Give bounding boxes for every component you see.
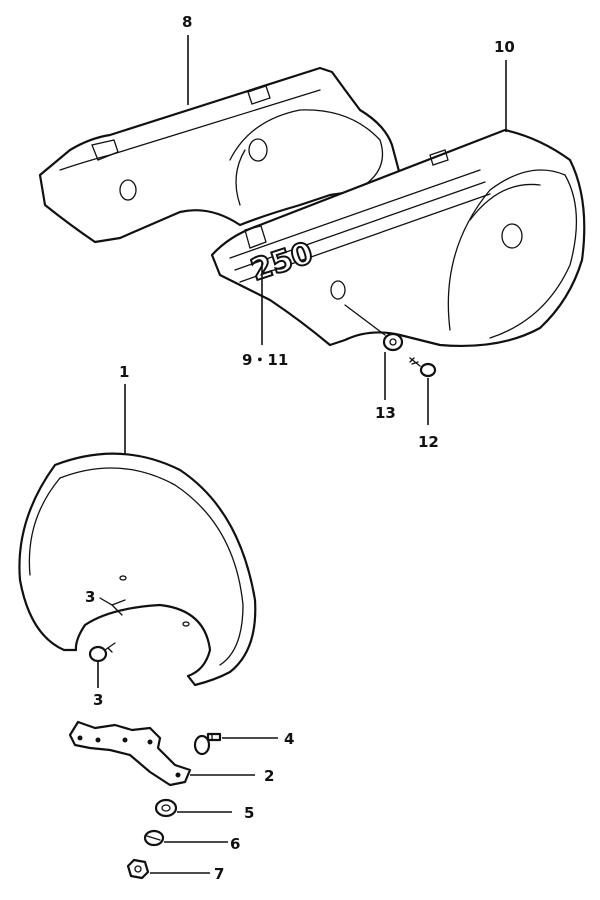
- callout-4: 4: [284, 730, 294, 748]
- nut-7: [126, 858, 150, 880]
- callout-9-11: 9・11: [242, 351, 288, 369]
- dash-13: [344, 304, 386, 336]
- screw-12: [409, 357, 437, 378]
- callout-12: 12: [418, 433, 439, 451]
- callout-8: 8: [182, 13, 192, 31]
- washer-13: [382, 332, 404, 352]
- callout-5: 5: [244, 804, 254, 822]
- callout-13: 13: [375, 404, 396, 422]
- bracket-2: [68, 720, 192, 787]
- callout-3-lower: 3: [93, 691, 103, 709]
- callout-7: 7: [214, 865, 224, 883]
- chain-guard: [18, 452, 257, 687]
- bolt-3: [88, 642, 116, 663]
- callout-1: 1: [119, 363, 129, 381]
- callout-6: 6: [230, 835, 240, 853]
- callout-2: 2: [264, 767, 274, 785]
- washer-5: [154, 798, 178, 818]
- bolt-4: [193, 732, 222, 756]
- lockwasher-6: [143, 829, 165, 847]
- callout-3-upper: 3: [85, 588, 95, 606]
- leader-3-upper: [99, 597, 126, 616]
- frame-cover-left: [38, 66, 402, 244]
- callout-10: 10: [494, 38, 515, 56]
- side-cover-right: 250: [210, 128, 586, 348]
